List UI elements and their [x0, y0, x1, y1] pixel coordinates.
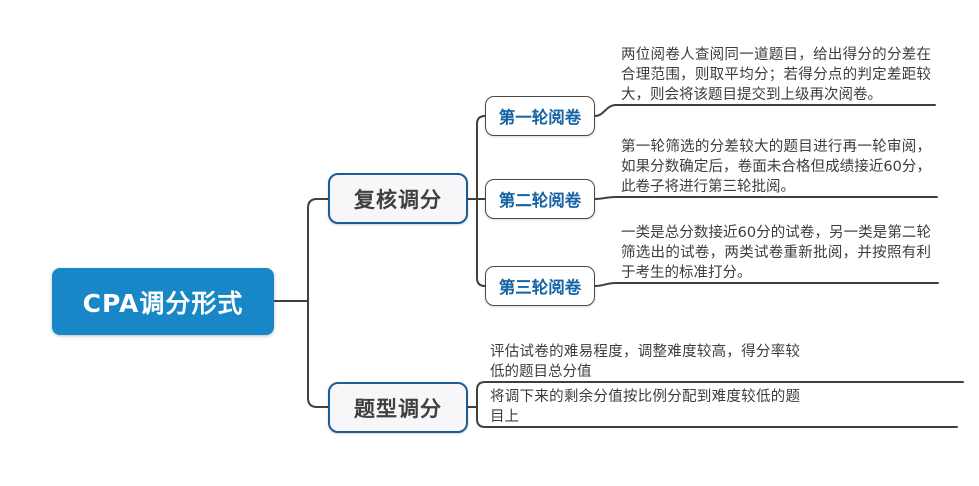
- note-difficulty-assessment-desc: 评估试卷的难易程度，调整难度较高，得分率较低的题目总分值: [490, 344, 800, 380]
- connector-second-round-underline: [594, 196, 938, 200]
- connector-first-round-underline: [594, 104, 936, 117]
- root-node: CPA调分形式: [52, 268, 274, 335]
- note-score-redistribution-desc: 将调下来的剩余分值按比例分配到难度较低的题目上: [490, 389, 800, 425]
- note-second-round-desc: 第一轮筛选的分差较大的题目进行再一轮审阅，如果分数确定后，卷面未合格但成绩接近6…: [621, 139, 931, 195]
- connector-third-round-underline: [594, 282, 939, 287]
- connector-question-type-underlines: [476, 381, 964, 428]
- connector-root-to-branches: [307, 198, 329, 408]
- subtopic-second-round: 第二轮阅卷: [485, 179, 595, 219]
- branch-node-review-adjustment: 复核调分: [328, 173, 468, 224]
- subtopic-third-round: 第三轮阅卷: [485, 266, 595, 306]
- note-first-round-desc: 两位阅卷人查阅同一道题目，给出得分的分差在合理范围，则取平均分；若得分点的判定差…: [621, 47, 931, 103]
- note-third-round-desc: 一类是总分数接近60分的试卷，另一类是第二轮筛选出的试卷，两类试卷重新批阅，并按…: [621, 225, 931, 281]
- subtopic-first-round: 第一轮阅卷: [485, 96, 595, 136]
- connector-review-to-rounds: [476, 115, 486, 287]
- branch-node-question-type-adjustment: 题型调分: [328, 382, 468, 433]
